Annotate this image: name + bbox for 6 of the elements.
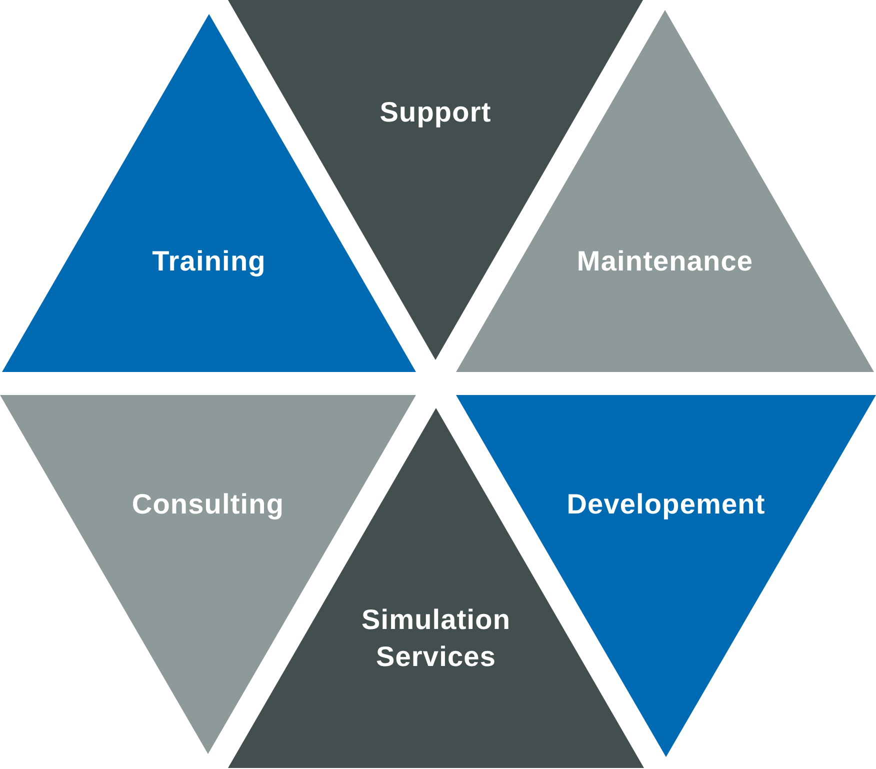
segment-label: Support [380, 96, 492, 130]
segment-label: Consulting [132, 488, 284, 522]
segment-label: Simulation Services [360, 603, 512, 674]
segment-label: Maintenance [576, 244, 754, 278]
segment-label: Training [152, 244, 266, 278]
segment-label: Developement [566, 488, 766, 522]
